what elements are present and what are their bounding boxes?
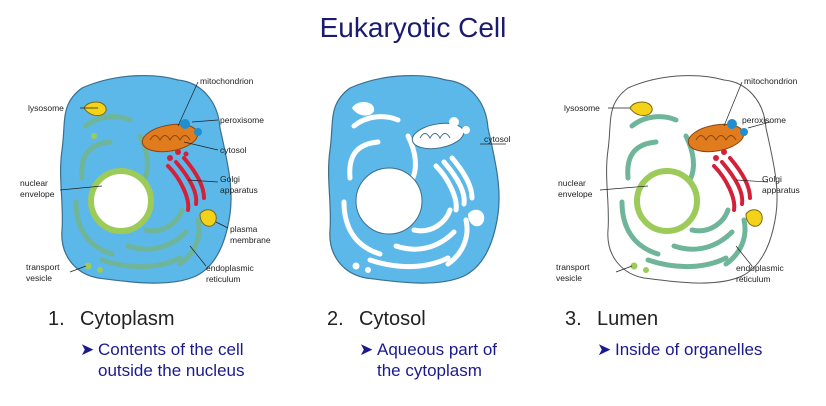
- label-cytosol: cytosol: [220, 145, 247, 155]
- label-golgi: Golgi: [220, 174, 240, 184]
- caption-bullet-line: outside the nucleus: [98, 361, 245, 380]
- label-membrane: membrane: [230, 235, 271, 245]
- label-mitochondrion: mitochondrion: [200, 76, 254, 86]
- bullet-arrow-icon: ➤: [597, 340, 612, 359]
- label-golgi: Golgi: [762, 174, 782, 184]
- label-plasma: plasma: [230, 224, 258, 234]
- caption-heading: 1. Cytoplasm: [48, 308, 245, 331]
- caption-bullet-line: Inside of organelles: [615, 340, 763, 359]
- cytosol-cell-diagram: cytosol: [320, 70, 520, 295]
- caption-heading: 2. Cytosol: [327, 308, 497, 331]
- label-transport: transport: [556, 262, 590, 272]
- caption-bullet-line: Contents of the cell: [98, 340, 244, 359]
- label-nuclear: nuclear: [20, 178, 48, 188]
- label-cytosol: cytosol: [484, 134, 511, 144]
- caption-bullet: ➤ Aqueous part of the cytoplasm: [359, 339, 497, 381]
- caption-bullet-line: Aqueous part of: [377, 340, 498, 359]
- label-apparatus: apparatus: [762, 185, 800, 195]
- label-lysosome: lysosome: [564, 103, 600, 113]
- bullet-arrow-icon: ➤: [359, 340, 374, 359]
- label-reticulum: reticulum: [206, 274, 240, 284]
- label-mitochondrion: mitochondrion: [744, 76, 798, 86]
- label-envelope: envelope: [558, 189, 593, 199]
- page-title: Eukaryotic Cell: [319, 12, 507, 43]
- caption-heading-text: Lumen: [597, 308, 659, 330]
- caption-cytoplasm: 1. Cytoplasm ➤ Contents of the cell outsi…: [48, 308, 245, 381]
- caption-cytosol: 2. Cytosol ➤ Aqueous part of the cytoplas…: [327, 308, 497, 381]
- mitochondrion-organelle: [141, 123, 199, 153]
- bullet-arrow-icon: ➤: [80, 340, 95, 359]
- label-endoplasmic: endoplasmic: [206, 263, 254, 273]
- label-nuclear: nuclear: [558, 178, 586, 188]
- caption-bullet: ➤ Contents of the cell outside the nucle…: [80, 339, 245, 381]
- label-reticulum: reticulum: [736, 274, 770, 284]
- caption-heading-text: Cytoplasm: [80, 308, 175, 330]
- lumen-cell-diagram: mitochondrion lysosome peroxisome nuclea…: [546, 70, 816, 295]
- label-vesicle: vesicle: [26, 273, 52, 283]
- label-endoplasmic: endoplasmic: [736, 263, 784, 273]
- caption-heading: 3. Lumen: [565, 308, 762, 331]
- label-lysosome: lysosome: [28, 103, 64, 113]
- caption-lumen: 3. Lumen ➤ Inside of organelles: [565, 308, 762, 360]
- caption-heading-text: Cytosol: [359, 308, 426, 330]
- caption-number: 1.: [48, 308, 65, 330]
- label-transport: transport: [26, 262, 60, 272]
- caption-number: 3.: [565, 308, 582, 330]
- label-envelope: envelope: [20, 189, 55, 199]
- caption-bullet-line: the cytoplasm: [377, 361, 482, 380]
- cytoplasm-cell-diagram: mitochondrion lysosome peroxisome cytoso…: [20, 70, 290, 295]
- caption-bullet: ➤ Inside of organelles: [597, 339, 762, 360]
- caption-number: 2.: [327, 308, 344, 330]
- label-apparatus: apparatus: [220, 185, 258, 195]
- label-peroxisome: peroxisome: [220, 115, 264, 125]
- label-vesicle: vesicle: [556, 273, 582, 283]
- label-peroxisome: peroxisome: [742, 115, 786, 125]
